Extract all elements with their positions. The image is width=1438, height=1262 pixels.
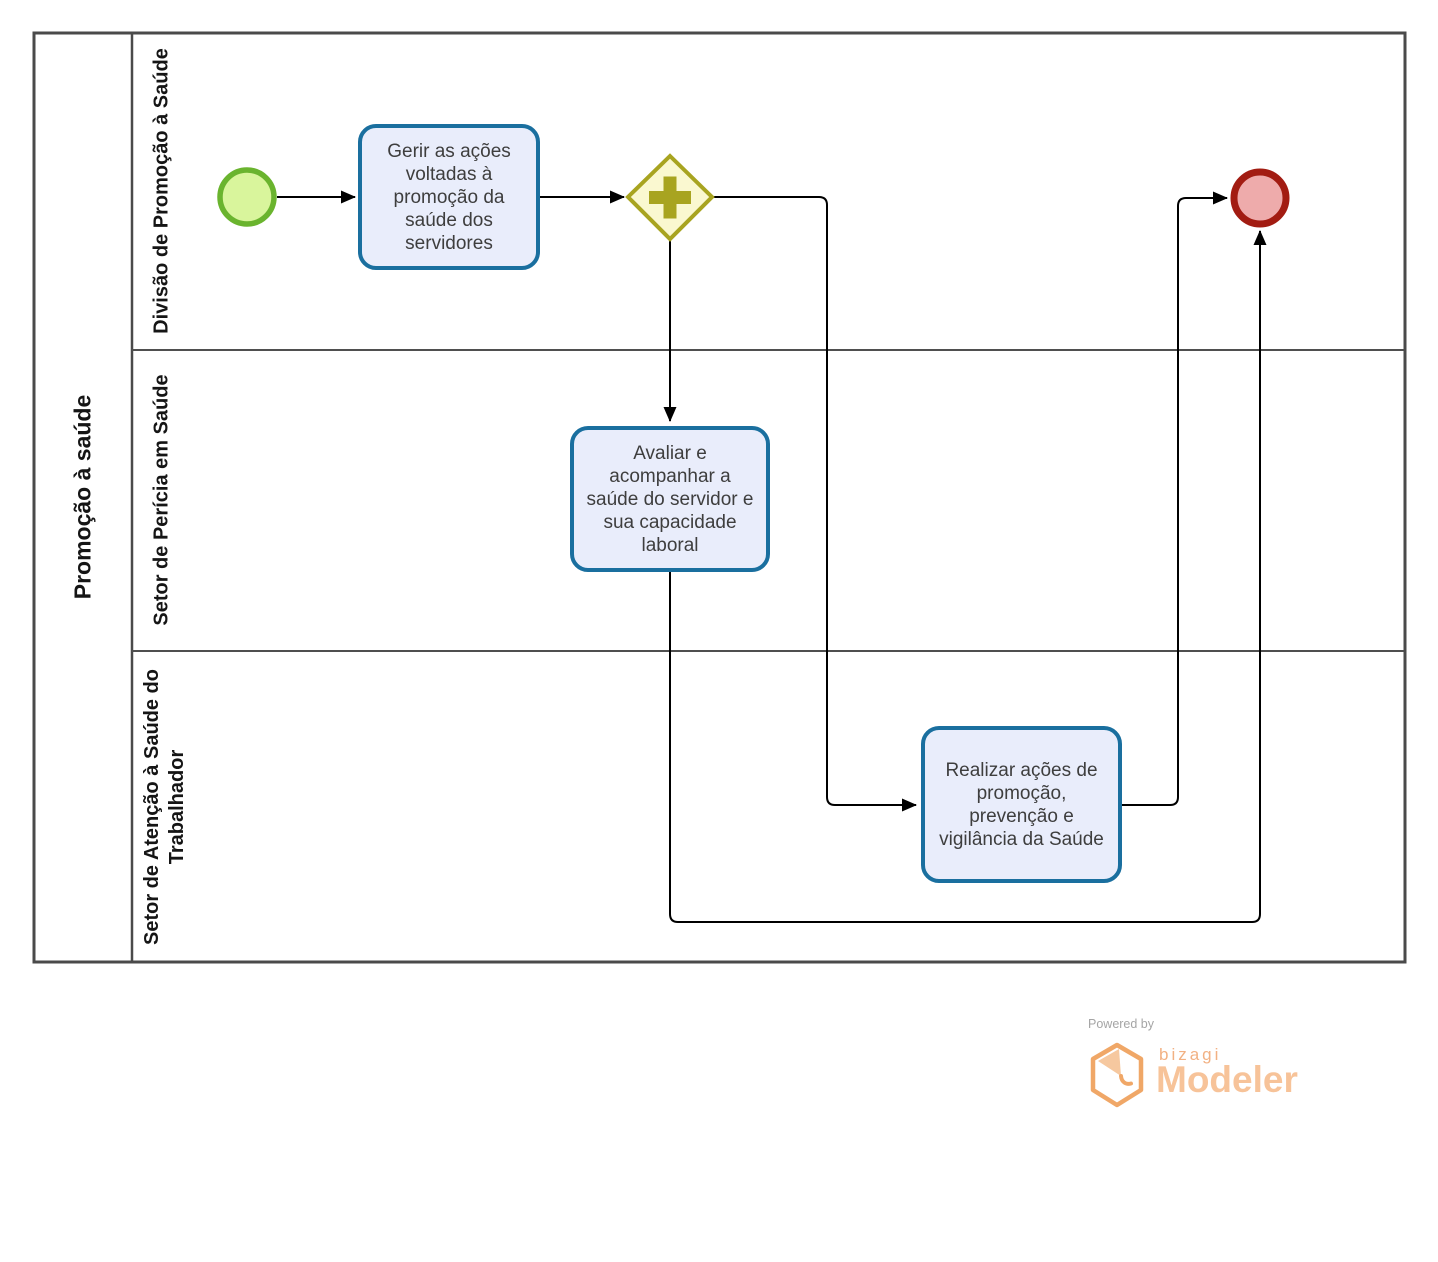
end-event — [1230, 168, 1290, 228]
bizagi-modeler-logo: Powered by bizagi Modeler — [1085, 1016, 1365, 1116]
pool-border — [32, 31, 1407, 964]
bizagi-brand-label: bizagi — [1159, 1045, 1222, 1064]
lane-label-setor-atencao-saude-trabalhador: Setor de Atenção à Saúde do Trabalhador — [141, 669, 188, 945]
bizagi-hexagon-icon — [1090, 1042, 1144, 1108]
flow-task3-to-end — [1122, 191, 1228, 806]
flow-task2-to-end — [669, 230, 1267, 923]
start-event — [217, 167, 277, 227]
lane-label-divisao-promocao-saude: Divisão de Promoção à Saúde — [150, 48, 173, 334]
task-avaliar-acompanhar: Avaliar e acompanhar a saúde do servidor… — [570, 426, 770, 572]
powered-by-label: Powered by — [1088, 1017, 1155, 1031]
task-realizar-acoes: Realizar ações de promoção, prevenção e … — [921, 726, 1122, 883]
task-avaliar-acompanhar-label: Avaliar e acompanhar a saúde do servidor… — [586, 442, 754, 556]
lane-label-setor-pericia-saude: Setor de Perícia em Saúde — [150, 374, 173, 626]
task-gerir-acoes: Gerir as ações voltadas à promoção da sa… — [358, 124, 540, 270]
task-gerir-acoes-label: Gerir as ações voltadas à promoção da sa… — [387, 140, 511, 254]
pool-title: Promoção à saúde — [69, 394, 96, 600]
flow-gateway-to-task3 — [712, 196, 917, 812]
task-realizar-acoes-label: Realizar ações de promoção, prevenção e … — [939, 759, 1104, 850]
parallel-gateway-plus-icon — [649, 176, 691, 219]
modeler-product-label: Modeler — [1156, 1059, 1298, 1100]
